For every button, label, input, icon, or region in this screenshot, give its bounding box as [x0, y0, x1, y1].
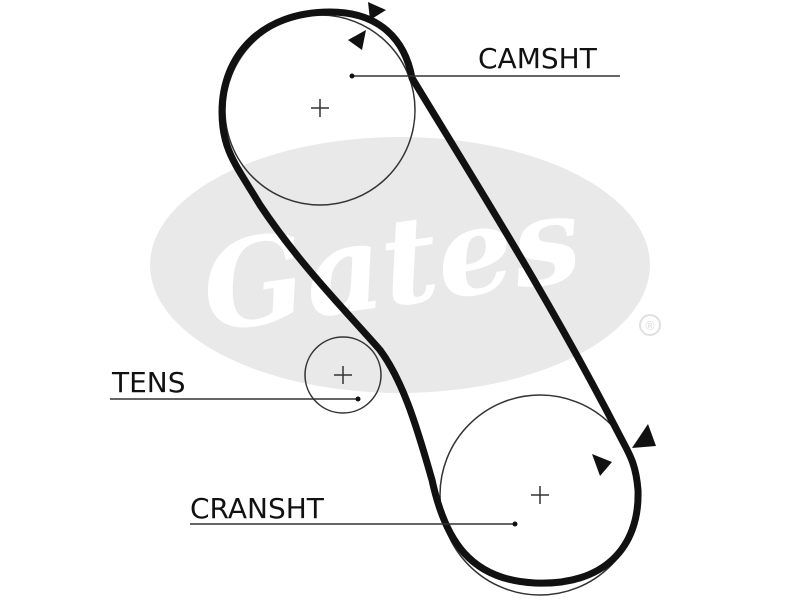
gates-watermark: Gates ® — [150, 137, 661, 393]
watermark-ellipse — [150, 137, 650, 393]
crankshaft-center-mark — [531, 486, 549, 504]
registered-mark-letter: ® — [644, 319, 656, 333]
camshaft-center-mark — [311, 99, 329, 117]
tensioner-label: TENS — [111, 366, 186, 399]
crankshaft-label: CRANSHT — [190, 492, 325, 525]
tensioner-center-mark — [334, 366, 352, 384]
camshaft-timing-arrow-outer — [368, 2, 386, 20]
camshaft-timing-arrow-inner — [348, 30, 366, 50]
timing-belt — [218, 8, 642, 587]
crankshaft-timing-arrow-outer — [632, 424, 656, 448]
camshaft-label: CAMSHT — [478, 42, 598, 75]
tensioner-leader-dot — [355, 396, 361, 402]
crankshaft-timing-arrow-inner — [592, 454, 612, 476]
crankshaft-leader-dot — [512, 521, 518, 527]
camshaft-leader-dot — [349, 73, 355, 79]
tensioner-pulley — [304, 336, 382, 414]
registered-mark-circle — [639, 314, 661, 336]
